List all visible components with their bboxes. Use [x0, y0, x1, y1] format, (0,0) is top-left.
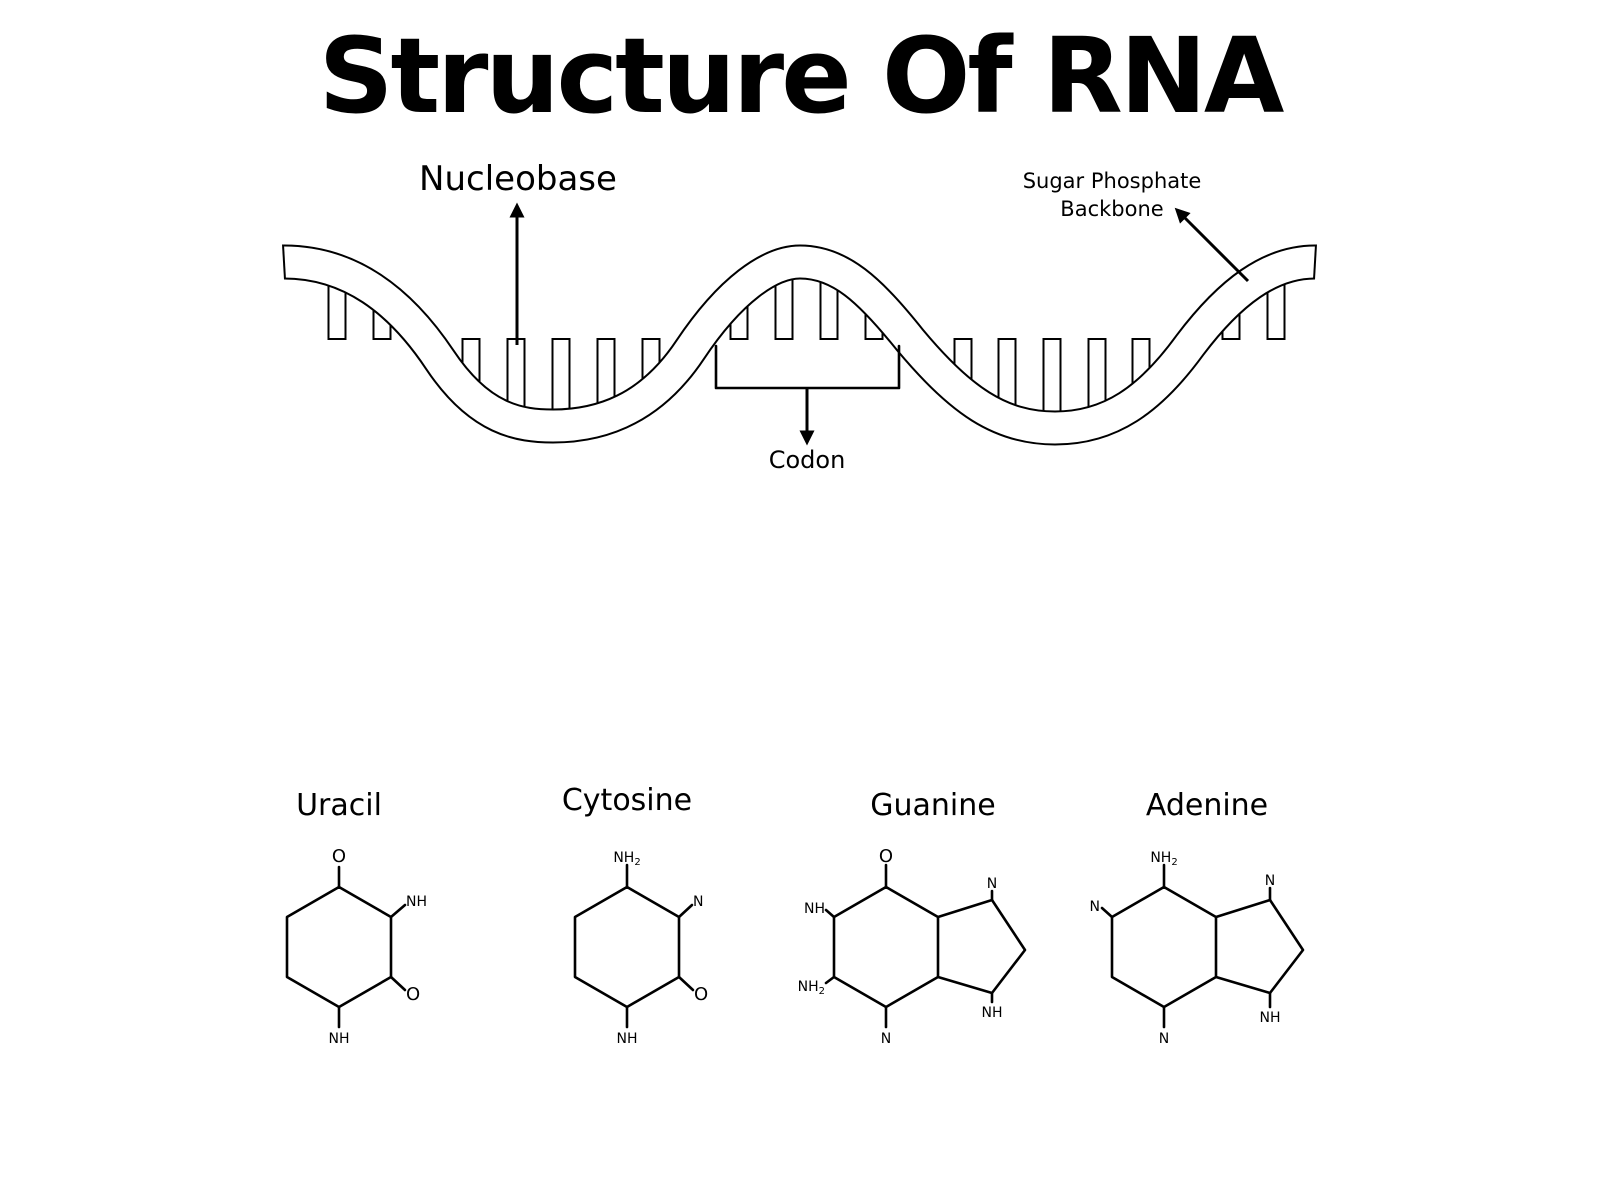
atom-label: O	[406, 984, 420, 1005]
adenine-structure-icon	[1100, 863, 1305, 1029]
atom-label: N	[1265, 873, 1275, 889]
backbone-arrow-icon	[1174, 207, 1250, 283]
cytosine-structure-icon	[573, 863, 695, 1029]
atom-label: NH	[617, 1031, 638, 1047]
atom-label: NH2	[613, 850, 640, 868]
atom-label: O	[332, 846, 346, 867]
page-title: Structure Of RNA	[319, 15, 1284, 137]
sugar-phosphate-backbone	[282, 244, 1317, 446]
base-guanine: Guanine O NH NH2 N N NH	[798, 788, 1027, 1047]
base-name: Uracil	[296, 788, 382, 823]
codon-label: Codon	[769, 446, 846, 474]
base-name: Cytosine	[562, 783, 692, 818]
base-cytosine: Cytosine NH2 N O NH	[562, 783, 708, 1047]
backbone-right-end	[1313, 244, 1317, 280]
atom-label: O	[879, 846, 893, 867]
uracil-structure-icon	[285, 865, 407, 1029]
guanine-structure-icon	[824, 863, 1027, 1029]
atom-label: NH	[804, 901, 825, 917]
atom-label: N	[1159, 1031, 1169, 1047]
atom-label: NH2	[1150, 850, 1177, 868]
atom-label: N	[987, 876, 997, 892]
nucleobase-label: Nucleobase	[419, 159, 617, 199]
atom-label: NH	[1260, 1010, 1281, 1026]
atom-label: NH	[329, 1031, 350, 1047]
atom-label: O	[694, 984, 708, 1005]
codon-bracket	[714, 344, 901, 446]
base-uracil: Uracil O NH O NH	[285, 788, 427, 1047]
backbone-label-line2: Backbone	[1060, 197, 1163, 221]
backbone-label-line1: Sugar Phosphate	[1023, 169, 1202, 193]
atom-label: NH	[982, 1005, 1003, 1021]
backbone-left-end	[282, 244, 286, 280]
base-name: Adenine	[1146, 788, 1268, 823]
backbone-fill	[283, 246, 1316, 444]
atom-label: N	[693, 894, 703, 910]
atom-label: NH2	[798, 979, 825, 997]
base-adenine: Adenine NH2 N N N NH	[1090, 788, 1305, 1047]
base-name: Guanine	[870, 788, 995, 823]
atom-label: NH	[406, 894, 427, 910]
atom-label: N	[1090, 899, 1100, 915]
atom-label: N	[881, 1031, 891, 1047]
